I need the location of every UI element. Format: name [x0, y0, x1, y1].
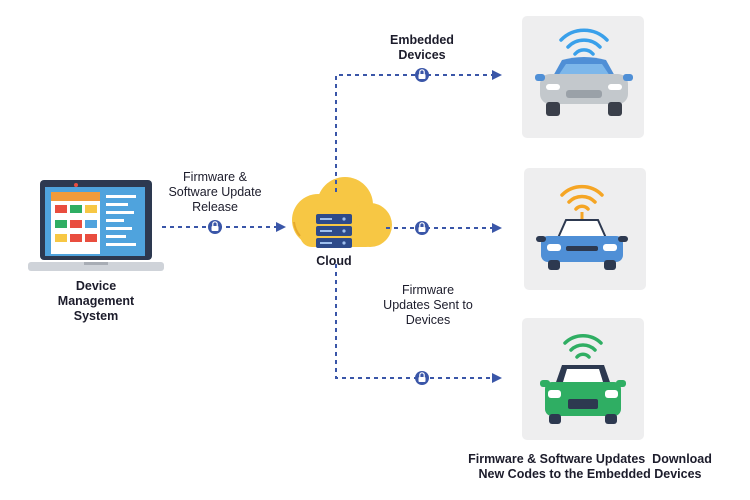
device-management-system-label: Device Management System [40, 279, 152, 324]
car-icon [536, 219, 628, 270]
laptop-icon [28, 180, 164, 271]
wifi-icon [559, 28, 609, 56]
release-line-1: Firmware & [183, 170, 247, 184]
lock-icon [415, 68, 429, 82]
wifi-icon [560, 184, 604, 211]
car-icon [535, 57, 633, 116]
lock-icon [415, 371, 429, 385]
release-line-2: Software Update [168, 185, 262, 199]
embedded-line-1: Embedded [390, 33, 454, 47]
embedded-line-2: Devices [398, 48, 446, 62]
embedded-devices-label: Embedded Devices [372, 33, 472, 63]
updates-sent-label: Firmware Updates Sent to Devices [368, 283, 488, 328]
cloud-label: Cloud [304, 254, 364, 269]
release-line-3: Release [192, 200, 238, 214]
caption-label: Firmware & Software Updates Download New… [440, 452, 740, 482]
lock-icon [415, 221, 429, 235]
connector-top [335, 70, 502, 192]
dms-line-3: System [73, 309, 119, 323]
wifi-icon [563, 334, 603, 359]
sent-line-2: Updates Sent to [383, 298, 473, 312]
cloud-label-text: Cloud [316, 254, 352, 268]
server-icon [316, 214, 352, 248]
caption-line-2: New Codes to the Embedded Devices [478, 467, 702, 481]
sent-line-3: Devices [405, 313, 451, 327]
release-label: Firmware & Software Update Release [155, 170, 275, 215]
car-icon [540, 365, 626, 424]
lock-icon [208, 220, 222, 234]
cloud-icon [292, 177, 392, 247]
connector-bottom [335, 264, 502, 383]
sent-line-1: Firmware [401, 283, 455, 297]
dms-line-1: Device [75, 279, 117, 293]
caption-line-1: Firmware & Software Updates Download [468, 452, 712, 466]
dms-line-2: Management [57, 294, 135, 308]
